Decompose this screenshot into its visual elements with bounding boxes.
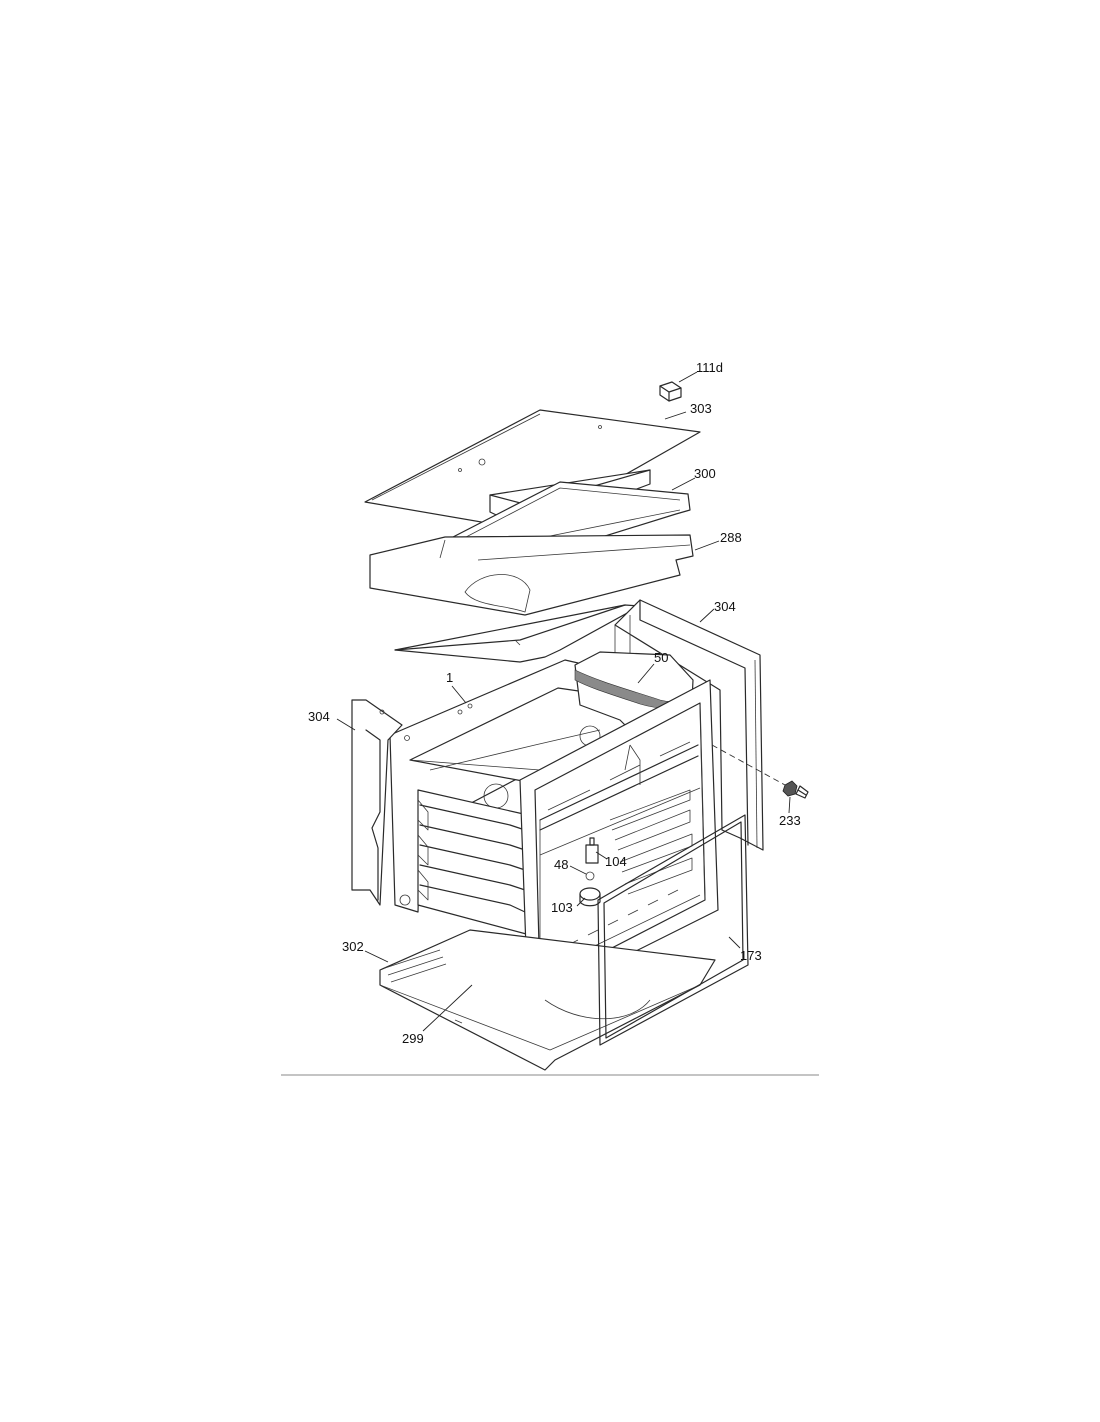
part-299-bottom-plate <box>379 929 716 1071</box>
callout-50: 50 <box>654 650 668 665</box>
callout-303: 303 <box>690 401 712 416</box>
part-173-door-seal <box>597 814 749 1046</box>
callout-300: 300 <box>694 466 716 481</box>
oven-top-plate <box>394 604 641 663</box>
callout-299: 299 <box>402 1031 424 1046</box>
callout-288: 288 <box>720 530 742 545</box>
callout-labels: 111d 303 300 288 304 50 1 304 233 104 48… <box>308 360 801 1046</box>
callout-304-right: 304 <box>714 599 736 614</box>
callout-233: 233 <box>779 813 801 828</box>
callout-302: 302 <box>342 939 364 954</box>
oven-front-frame <box>519 679 719 1006</box>
callout-104: 104 <box>605 854 627 869</box>
part-111d-clip <box>659 381 682 402</box>
part-302-vent-plate <box>384 949 447 983</box>
part-lamp-assembly <box>579 837 601 907</box>
callout-1: 1 <box>446 670 453 685</box>
callout-111d: 111d <box>696 360 723 375</box>
part-304-right-side-panel <box>614 599 764 851</box>
callout-48: 48 <box>554 857 568 872</box>
callout-304-left: 304 <box>308 709 330 724</box>
callout-103: 103 <box>551 900 573 915</box>
part-288-heat-shield <box>369 534 694 616</box>
callout-173: 173 <box>740 948 762 963</box>
leader-lines <box>336 371 791 1032</box>
part-233-screw <box>711 744 809 799</box>
part-304-left-side-panel <box>351 699 403 906</box>
